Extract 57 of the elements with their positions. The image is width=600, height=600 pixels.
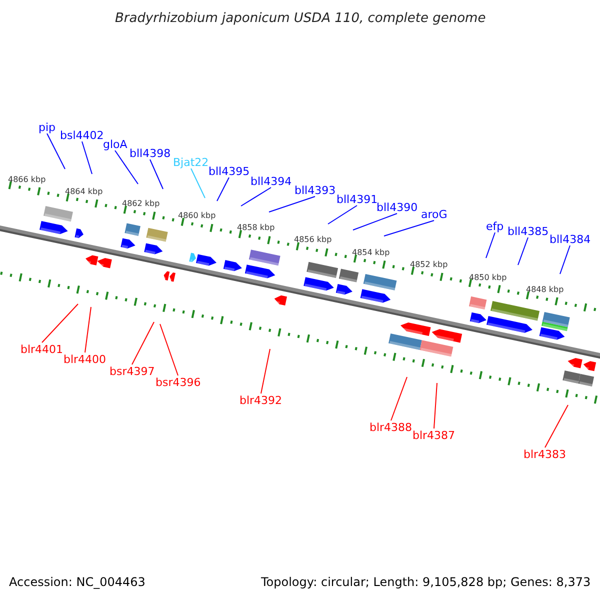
gene-label: Bjat22 — [173, 156, 209, 168]
leader-line — [84, 306, 92, 353]
gene-label: blr4387 — [412, 430, 456, 440]
leader-line — [268, 196, 316, 212]
gene-label: bll4391 — [336, 194, 378, 204]
leader-line — [160, 324, 178, 376]
accession-text: Accession: NC_004463 — [9, 576, 146, 588]
scale-label: 4862 kbp — [122, 200, 160, 208]
leader-line — [260, 348, 270, 394]
leader-line — [434, 382, 438, 429]
scale-label: 4858 kbp — [237, 224, 275, 232]
gene-label: bll4385 — [508, 226, 549, 236]
leader-line — [114, 150, 138, 184]
leader-line — [384, 220, 434, 236]
genome-info-text: Topology: circular; Length: 9,105,828 bp; Genes: 8,373 — [261, 576, 591, 588]
leader-line — [42, 304, 78, 343]
gene-label: aroG — [421, 208, 448, 220]
scale-label: 4860 kbp — [178, 212, 216, 220]
scale-label: 4850 kbp — [469, 274, 507, 282]
gene-label: bll4384 — [550, 234, 591, 244]
gene-label: bll4394 — [250, 176, 292, 186]
gene-label: blr4383 — [524, 448, 566, 460]
leader-line — [486, 232, 496, 258]
leader-line — [82, 141, 92, 174]
gene-label: blr4388 — [370, 422, 412, 432]
leader-line — [328, 205, 358, 224]
gene-label: blr4392 — [240, 394, 282, 406]
gene-label: bsl4402 — [60, 130, 104, 140]
leader-line — [390, 376, 408, 421]
leader-line — [150, 159, 164, 190]
gene-label: bll4395 — [208, 166, 250, 176]
gene-label: blr4400 — [64, 354, 106, 364]
leader-line — [544, 404, 568, 448]
leader-line — [216, 177, 230, 202]
scale-label: 4856 kbp — [294, 236, 332, 244]
gene-label: efp — [486, 220, 504, 232]
gene-label: pip — [38, 122, 56, 132]
scale-label: 4852 kbp — [410, 261, 448, 269]
gene-label: bll4398 — [130, 148, 171, 158]
gene-label: bsr4396 — [156, 376, 201, 388]
leader-line — [518, 237, 528, 266]
scale-label: 4866 kbp — [8, 176, 46, 184]
leader-line — [352, 213, 398, 230]
leader-line — [560, 245, 570, 274]
leader-line — [190, 168, 206, 198]
scale-label: 4848 kbp — [526, 286, 564, 294]
gene-label: bll4390 — [376, 202, 418, 212]
leader-line — [132, 322, 154, 365]
title: Bradyrhizobium japonicum USDA 110, complete genome — [115, 12, 486, 24]
gene-label: bsr4397 — [110, 366, 155, 376]
gene-label: blr4401 — [20, 344, 64, 354]
leader-line — [46, 133, 66, 170]
gene-label: gloA — [103, 138, 128, 150]
scale-label: 4854 kbp — [352, 249, 390, 257]
scale-label: 4864 kbp — [65, 188, 103, 196]
leader-line — [240, 187, 272, 206]
gene-label: bll4393 — [294, 184, 336, 196]
